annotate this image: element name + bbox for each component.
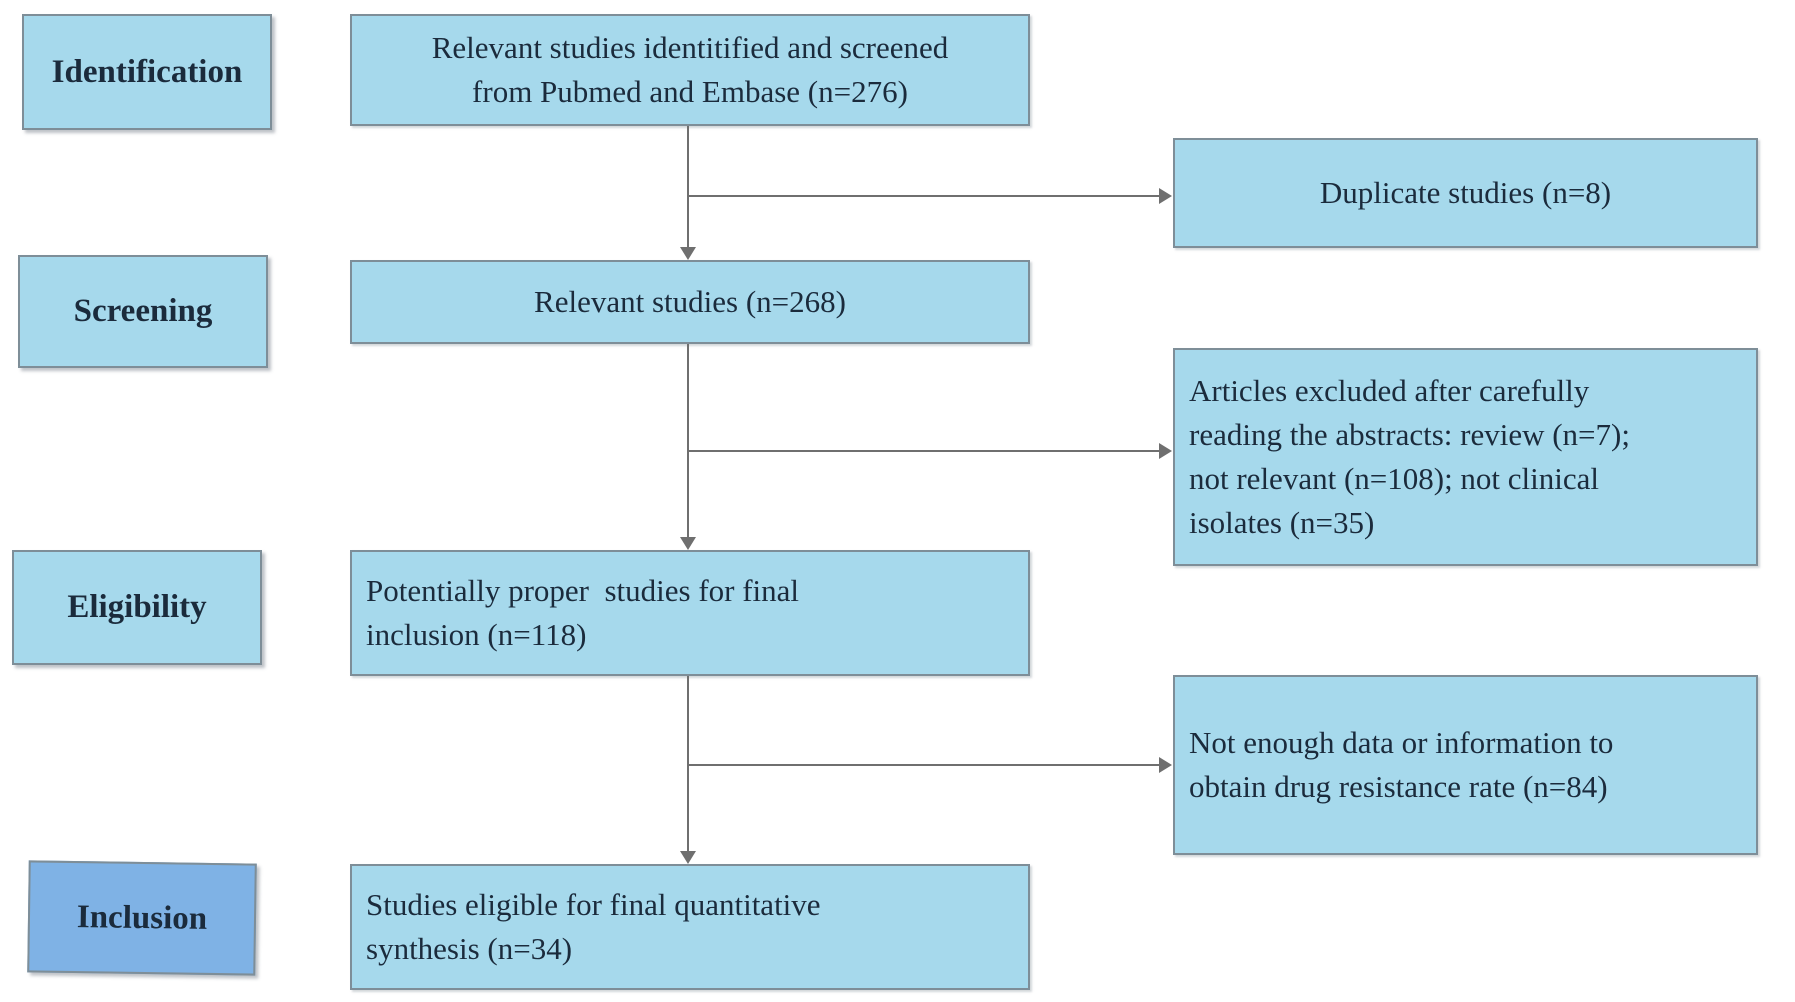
arrow-line-branch-abstract-excluded [688, 450, 1159, 452]
flow-box-text-line: Relevant studies identitified and screen… [431, 30, 949, 65]
flow-box-text-line: Potentially proper studies for final [366, 573, 800, 608]
flow-box-text-line: Relevant studies (n=268) [534, 284, 846, 319]
exclusion-box-text-line: isolates (n=35) [1189, 505, 1375, 540]
arrow-line-screened-to-eligible [687, 344, 689, 537]
arrowhead-right-icon [1159, 757, 1172, 773]
exclusion-box-text-line: reading the abstracts: review (n=7); [1189, 417, 1630, 452]
exclusion-box-duplicates: Duplicate studies (n=8) [1173, 138, 1758, 248]
stage-label-text: Screening [73, 293, 213, 329]
stage-label-eligibility: Eligibility [12, 550, 262, 665]
stage-label-text: Eligibility [67, 589, 207, 625]
arrowhead-down-icon [680, 851, 696, 864]
flow-box-text-line: from Pubmed and Embase (n=276) [472, 74, 908, 109]
exclusion-box-text-line: Not enough data or information to [1189, 725, 1614, 760]
arrowhead-right-icon [1159, 188, 1172, 204]
arrow-line-eligible-to-included [687, 676, 689, 851]
stage-label-inclusion: Inclusion [27, 860, 257, 976]
arrowhead-right-icon [1159, 443, 1172, 459]
exclusion-box-text-line: obtain drug resistance rate (n=84) [1189, 769, 1608, 804]
arrow-line-identified-to-screened [687, 126, 689, 247]
flow-box-text-line: inclusion (n=118) [366, 617, 587, 652]
exclusion-box-insufficient-data: Not enough data or information to obtain… [1173, 675, 1758, 855]
stage-label-identification: Identification [22, 14, 272, 130]
flow-box-records-screened: Relevant studies (n=268) [350, 260, 1030, 344]
arrowhead-down-icon [680, 537, 696, 550]
flow-box-records-eligible: Potentially proper studies for final inc… [350, 550, 1030, 676]
arrow-line-branch-duplicates [688, 195, 1159, 197]
exclusion-box-abstract-excluded: Articles excluded after carefully readin… [1173, 348, 1758, 566]
flow-box-records-identified: Relevant studies identitified and screen… [350, 14, 1030, 126]
flow-box-text-line: synthesis (n=34) [366, 931, 573, 966]
flow-box-text-line: Studies eligible for final quantitative [366, 887, 821, 922]
stage-label-text: Identification [51, 53, 243, 90]
flow-box-records-included: Studies eligible for final quantitative … [350, 864, 1030, 990]
stage-label-screening: Screening [18, 255, 268, 368]
arrowhead-down-icon [680, 247, 696, 260]
exclusion-box-text-line: not relevant (n=108); not clinical [1189, 461, 1600, 496]
arrow-line-branch-insufficient-data [688, 764, 1159, 766]
exclusion-box-text-line: Articles excluded after carefully [1189, 373, 1590, 408]
stage-label-text: Inclusion [76, 898, 208, 937]
exclusion-box-text-line: Duplicate studies (n=8) [1319, 175, 1612, 210]
